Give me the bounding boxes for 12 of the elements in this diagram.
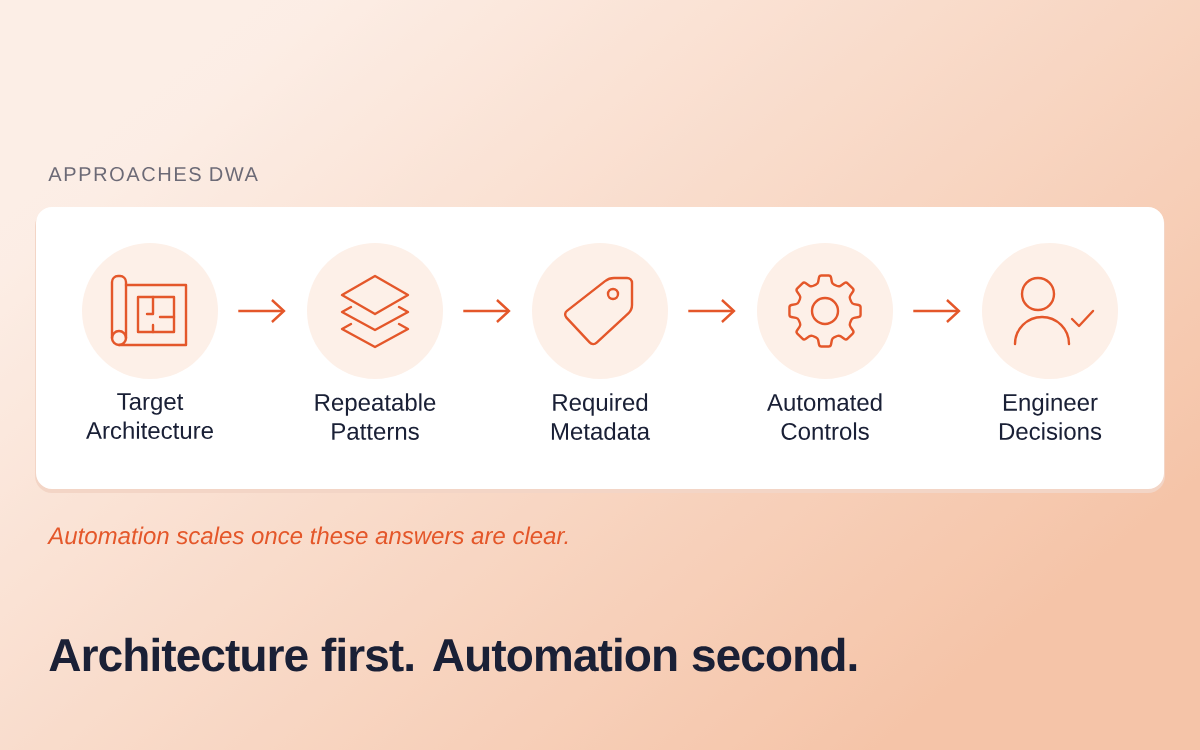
headline: Architecture first. Automation second.	[49, 637, 857, 672]
step-label: Target Architecture	[86, 393, 213, 440]
step-label: Required Metadata	[551, 393, 650, 440]
arrow	[463, 299, 511, 323]
arrow	[238, 299, 286, 323]
step-label: Repeatable Patterns	[315, 393, 436, 440]
section-heading: APPROACHES DWA	[48, 167, 258, 182]
caption: Automation scales once these answers are clear.	[47, 526, 568, 545]
step-label: Automated Controls	[767, 393, 882, 440]
step-label: Engineer Decisions	[999, 393, 1102, 440]
arrow	[913, 299, 961, 323]
arrow	[688, 299, 736, 323]
